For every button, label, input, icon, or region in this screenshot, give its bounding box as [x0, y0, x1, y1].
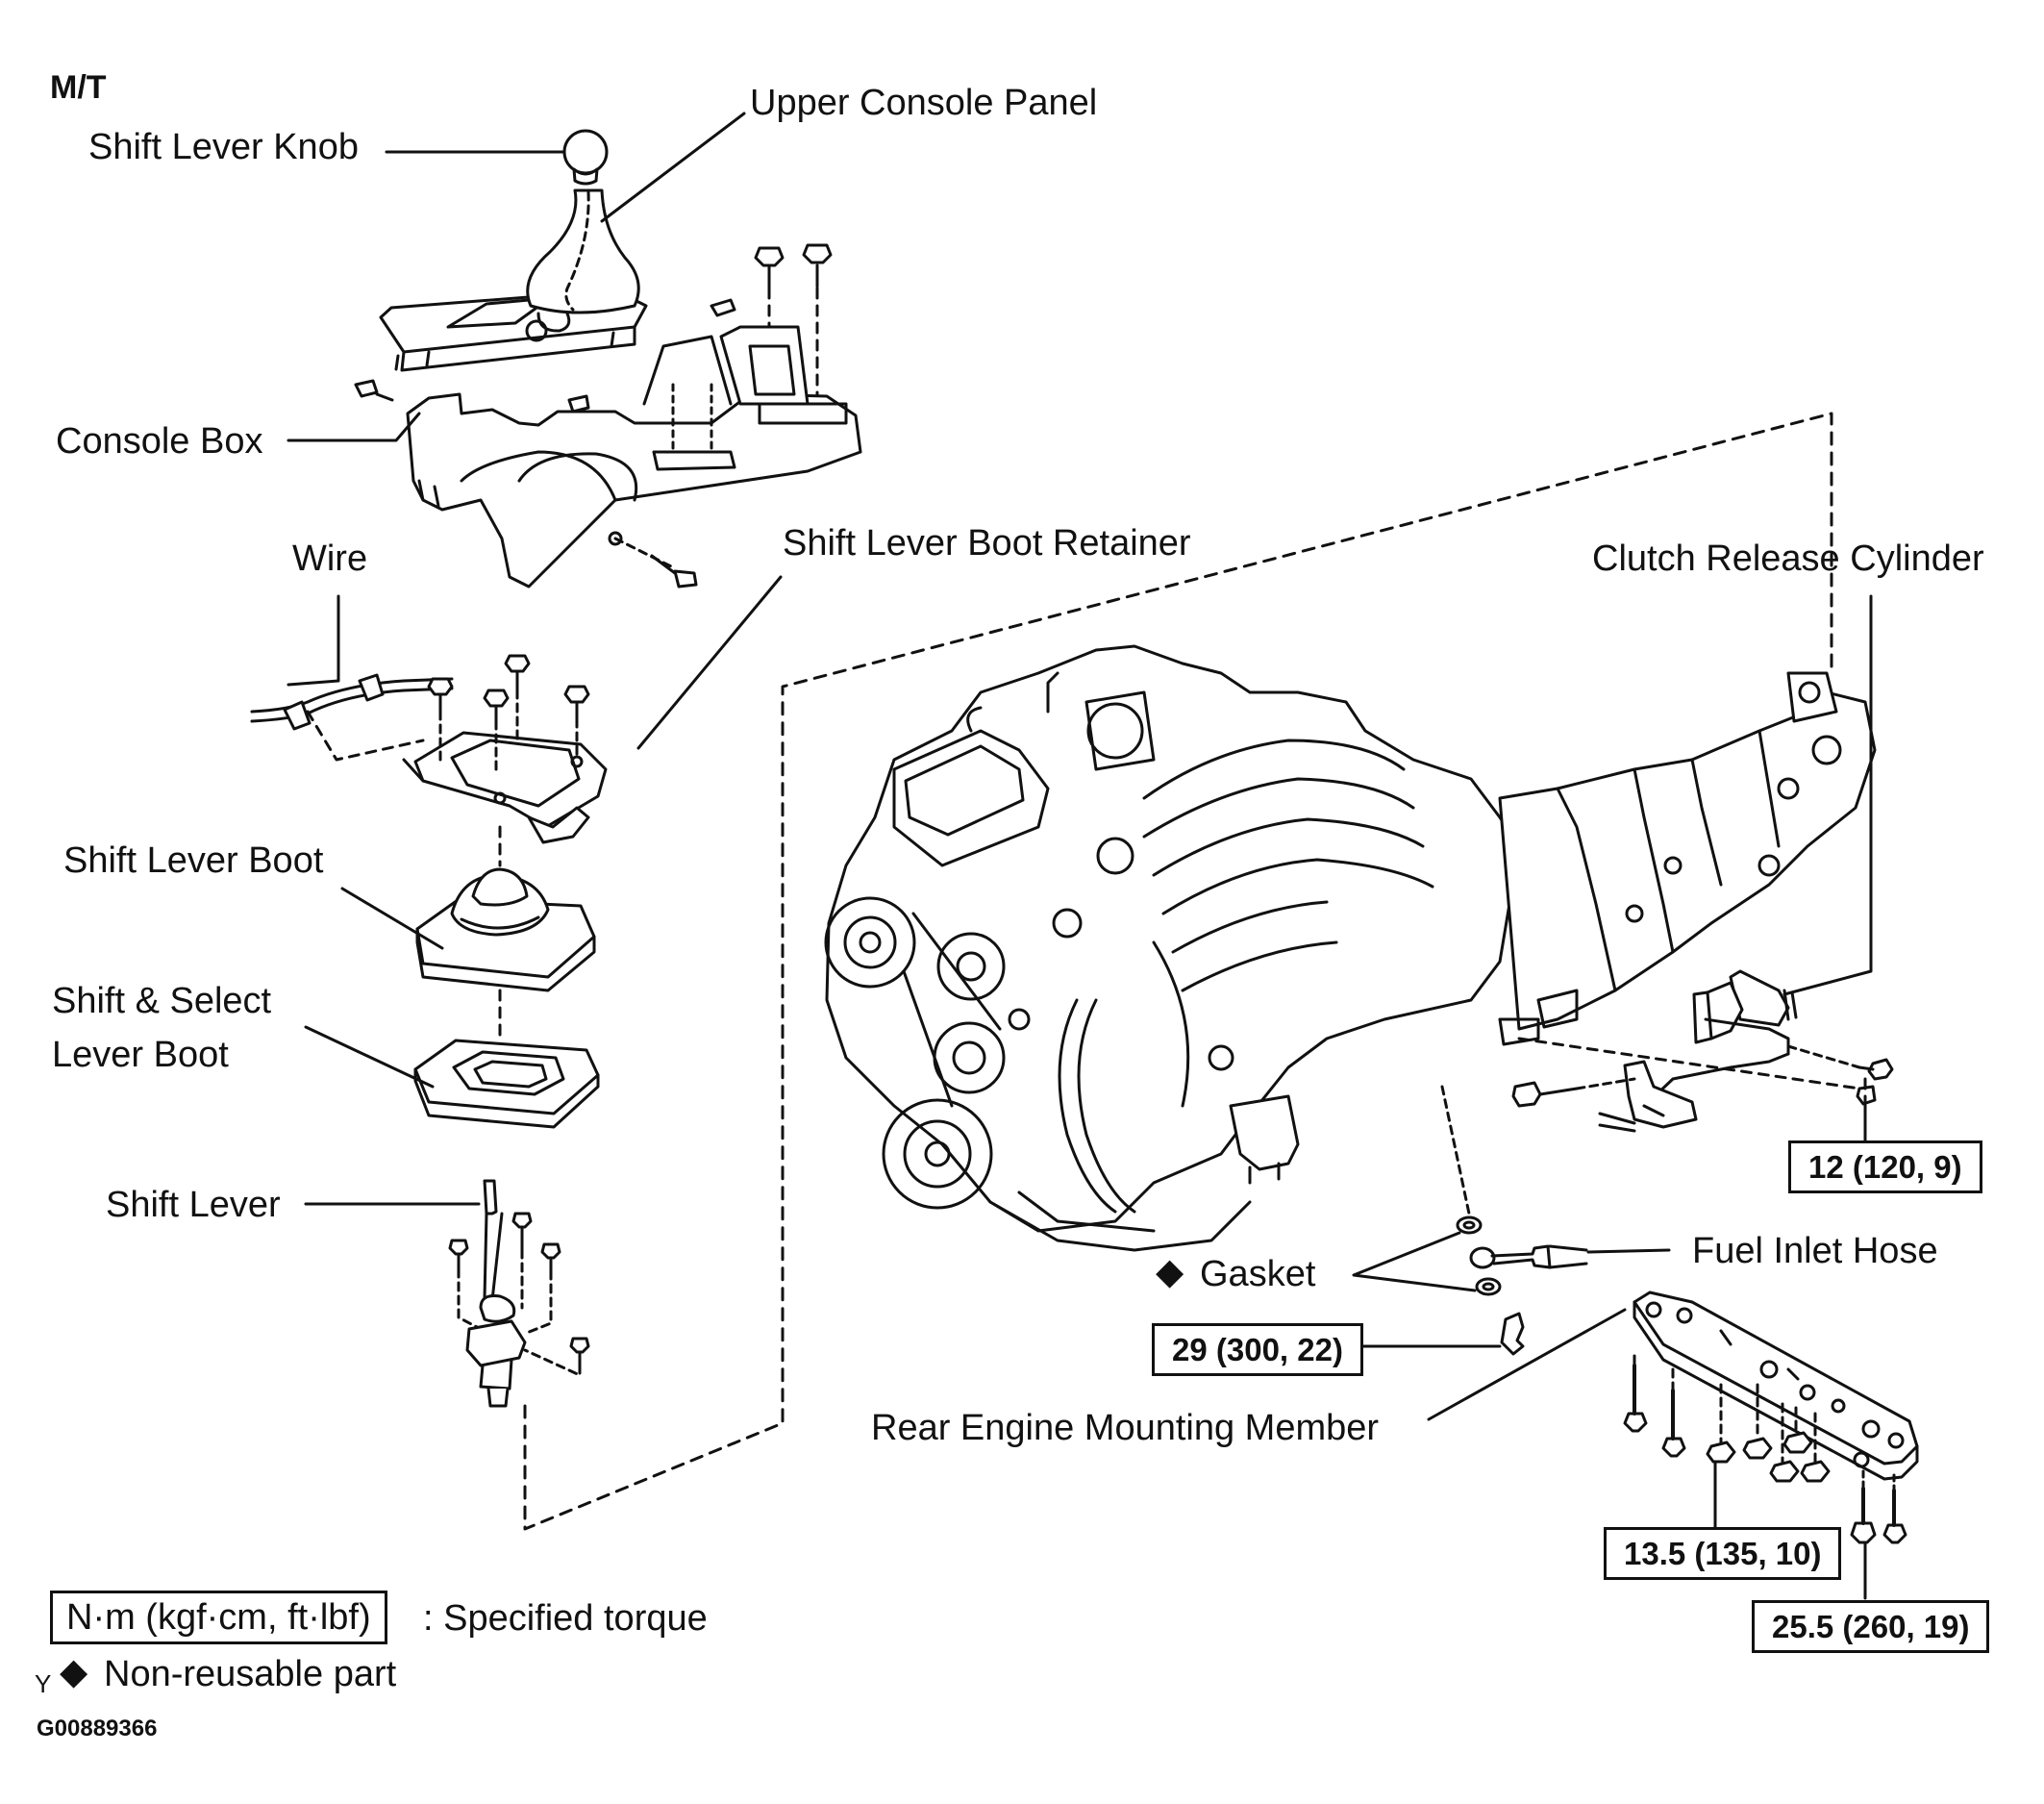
leader-lines	[287, 112, 1873, 1600]
retainer-bolts-drawing	[306, 654, 590, 771]
legend-torque-desc: : Specified torque	[423, 1598, 708, 1639]
legend-torque-unit: N·m (kgf·cm, ft·lbf)	[50, 1591, 387, 1644]
figure-tag: M/T	[50, 69, 107, 106]
label-shift-lever-boot-retainer: Shift Lever Boot Retainer	[783, 523, 1191, 564]
torque-member-bolt: 25.5 (260, 19)	[1752, 1600, 1990, 1653]
label-fuel-inlet-hose: Fuel Inlet Hose	[1692, 1231, 1938, 1271]
upper-console-panel-drawing	[379, 188, 648, 372]
label-rear-engine-mounting-member: Rear Engine Mounting Member	[871, 1408, 1380, 1448]
console-box-drawing	[406, 325, 862, 589]
label-shift-select-lever-boot-line2: Lever Boot	[52, 1035, 229, 1075]
engine-assembly-drawing	[824, 644, 1877, 1252]
wire-drawing	[250, 673, 454, 731]
legend-y-mark: Y	[35, 1669, 52, 1698]
shift-lever-knob-drawing	[562, 129, 609, 186]
label-shift-lever-boot: Shift Lever Boot	[63, 840, 324, 881]
torque-fuel-union-bolt: 29 (300, 22)	[1152, 1323, 1363, 1376]
figure-id: G00889366	[37, 1716, 158, 1741]
label-console-box: Console Box	[56, 421, 263, 462]
shift-lever-drawing	[448, 1179, 590, 1408]
torque-clutch-bolt: 12 (120, 9)	[1788, 1140, 1982, 1193]
torque-member-nut: 13.5 (135, 10)	[1604, 1527, 1842, 1580]
shift-lever-boot-retainer-drawing	[402, 731, 608, 844]
label-shift-lever: Shift Lever	[106, 1185, 281, 1225]
fuel-union-drawing	[1440, 1085, 1588, 1356]
shift-select-lever-boot-drawing	[413, 1039, 600, 1129]
label-clutch-release-cylinder: Clutch Release Cylinder	[1592, 539, 1984, 579]
label-wire: Wire	[292, 539, 368, 579]
rear-engine-mounting-member-drawing	[1623, 1290, 1919, 1544]
label-shift-select-lever-boot-line1: Shift & Select	[52, 981, 272, 1021]
label-upper-console-panel: Upper Console Panel	[750, 83, 1098, 123]
label-shift-lever-knob: Shift Lever Knob	[88, 127, 359, 167]
nonreusable-diamond-gasket: ◆	[1156, 1252, 1184, 1292]
shift-lever-boot-drawing	[415, 867, 596, 992]
legend-diamond: ◆	[60, 1652, 88, 1692]
label-gasket: Gasket	[1200, 1254, 1316, 1294]
legend-nonreusable-desc: Non-reusable part	[104, 1654, 397, 1694]
